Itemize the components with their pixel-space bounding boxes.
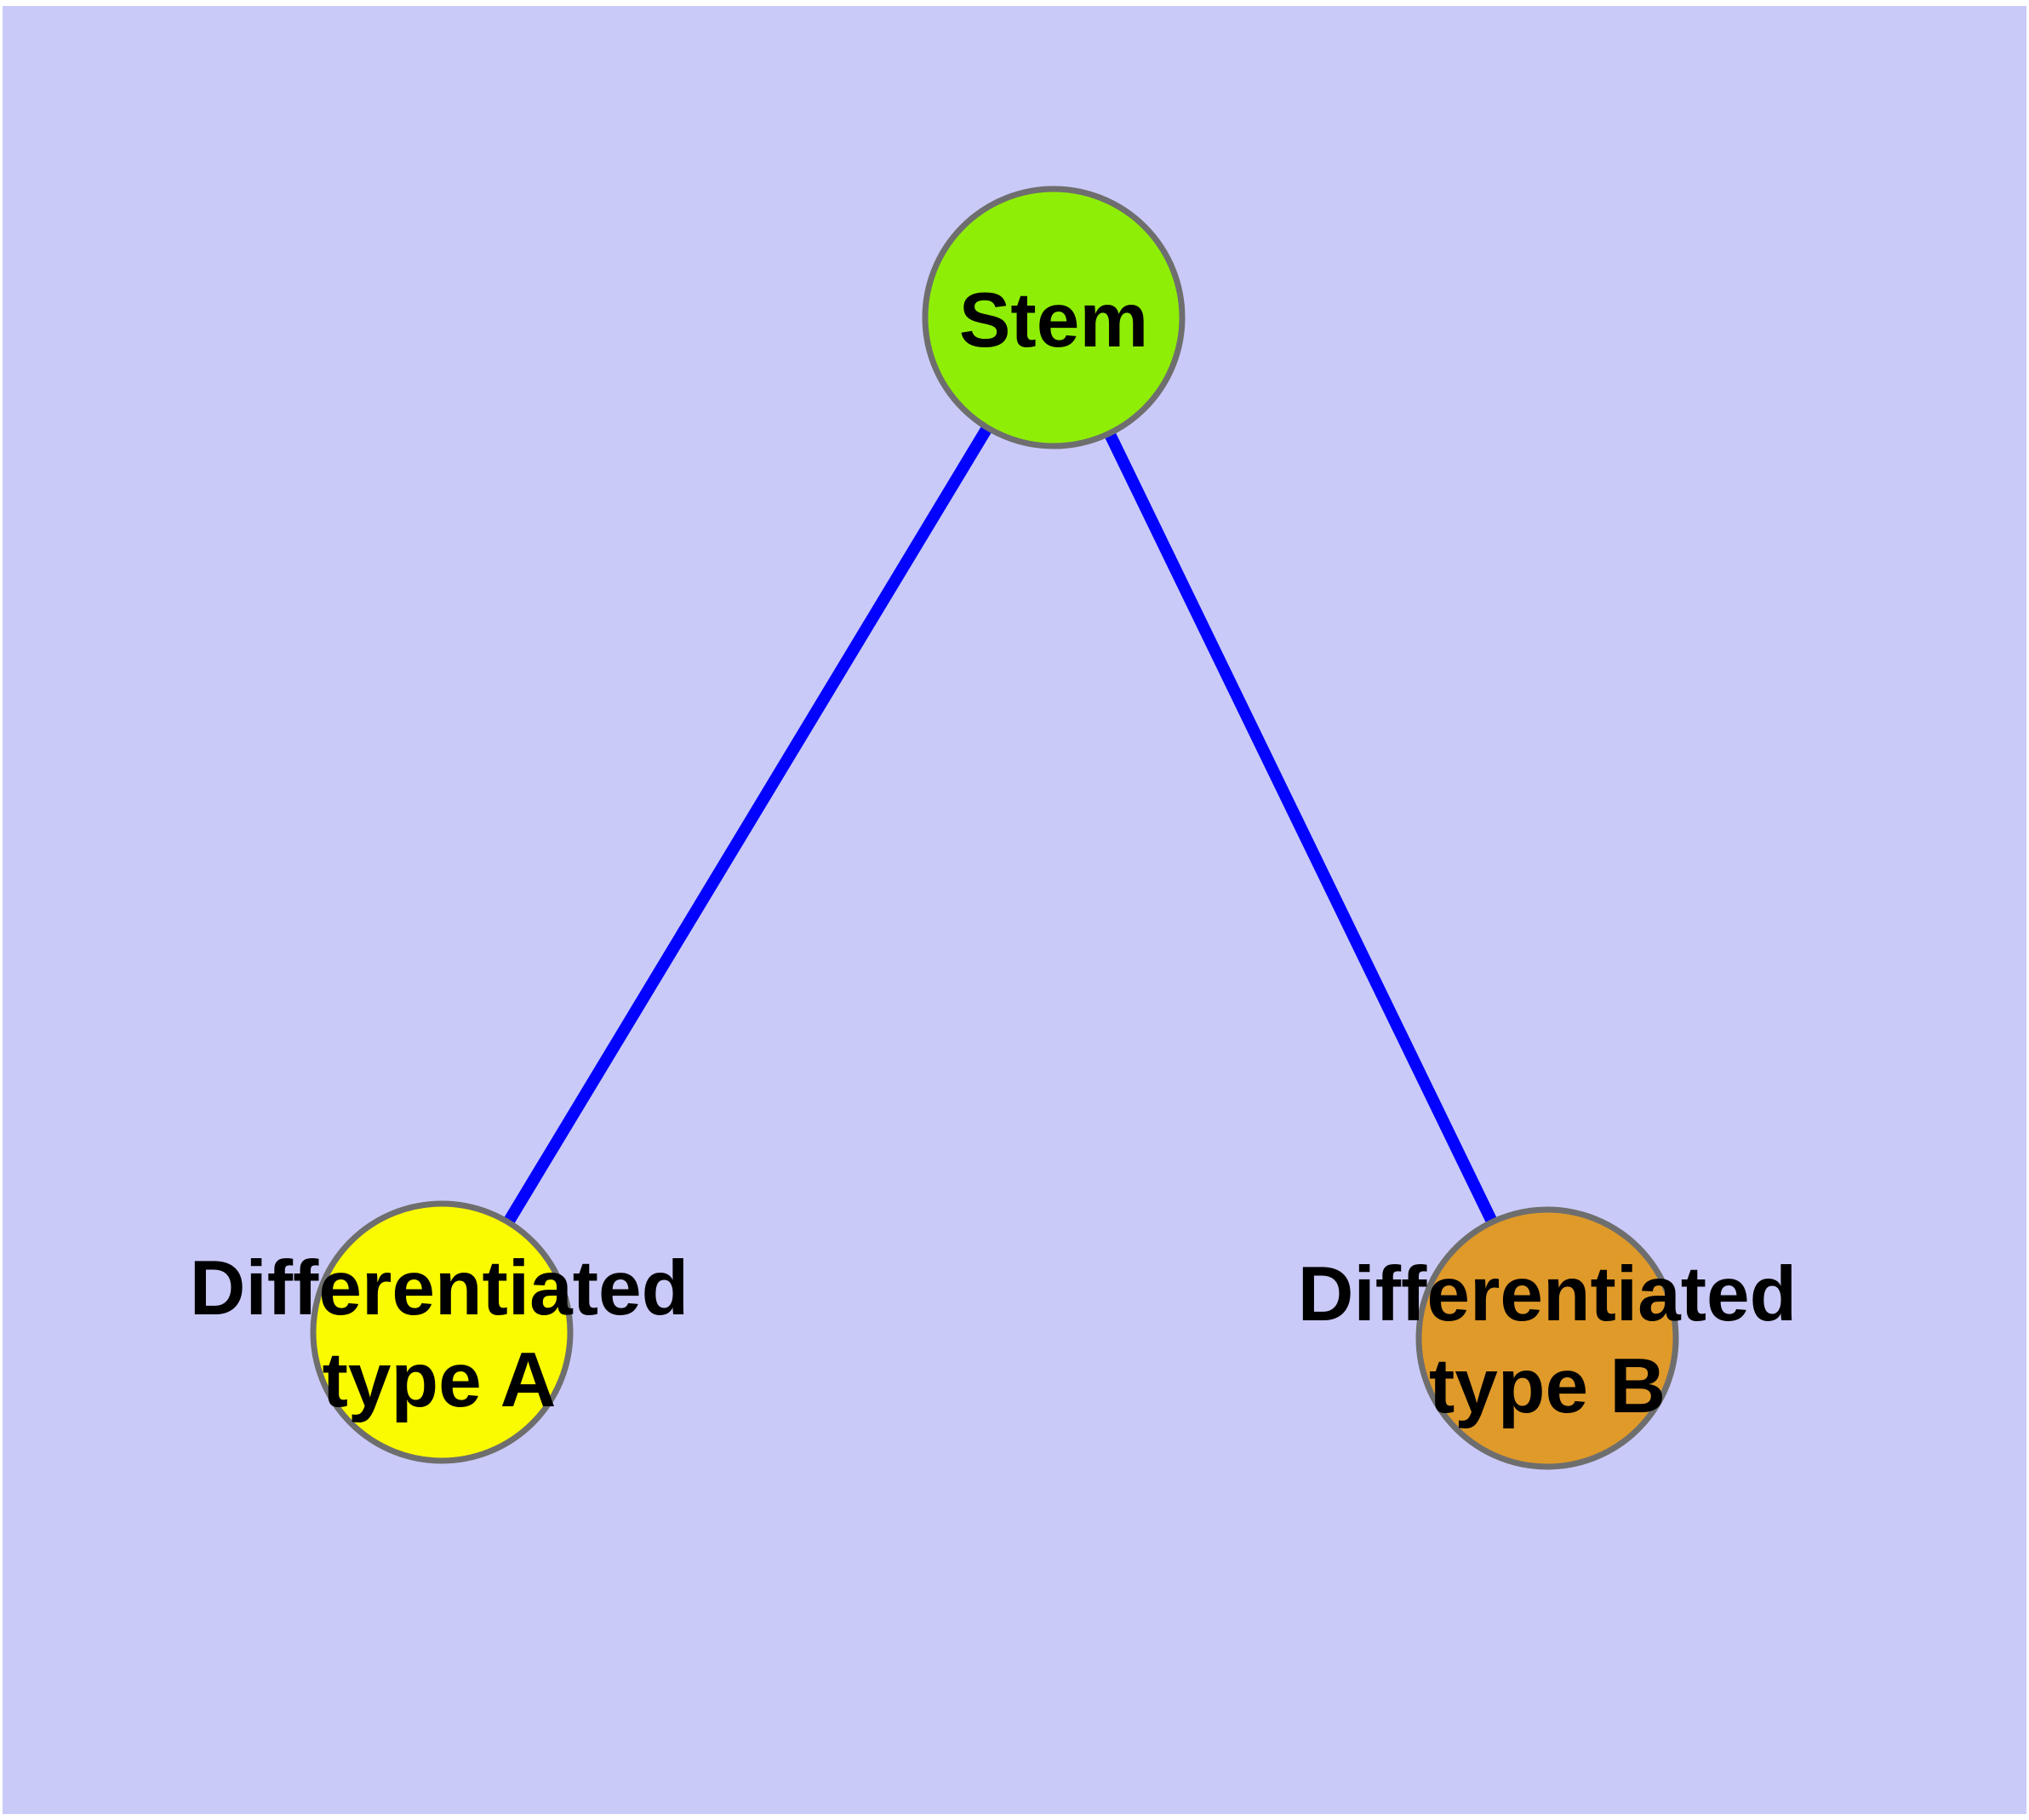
node-label-type-b-line1: Differentiated [1297,1251,1798,1337]
node-label-type-a-line1: Differentiated [189,1245,689,1331]
node-label-type-a: Differentiated type A [190,1243,689,1427]
node-label-type-b-line2: type B [1428,1343,1666,1429]
node-label-type-b: Differentiated type B [1298,1249,1798,1433]
edge-stem-to-type-a [503,423,993,1226]
node-label-stem-text: Stem [958,278,1149,363]
edge-stem-to-type-b [1103,429,1497,1223]
node-label-stem: Stem [959,275,1149,367]
node-label-type-a-line2: type A [322,1337,557,1423]
node-type-a-circle [310,1200,574,1464]
node-stem-circle [922,186,1186,449]
node-type-b-circle [1415,1206,1679,1470]
